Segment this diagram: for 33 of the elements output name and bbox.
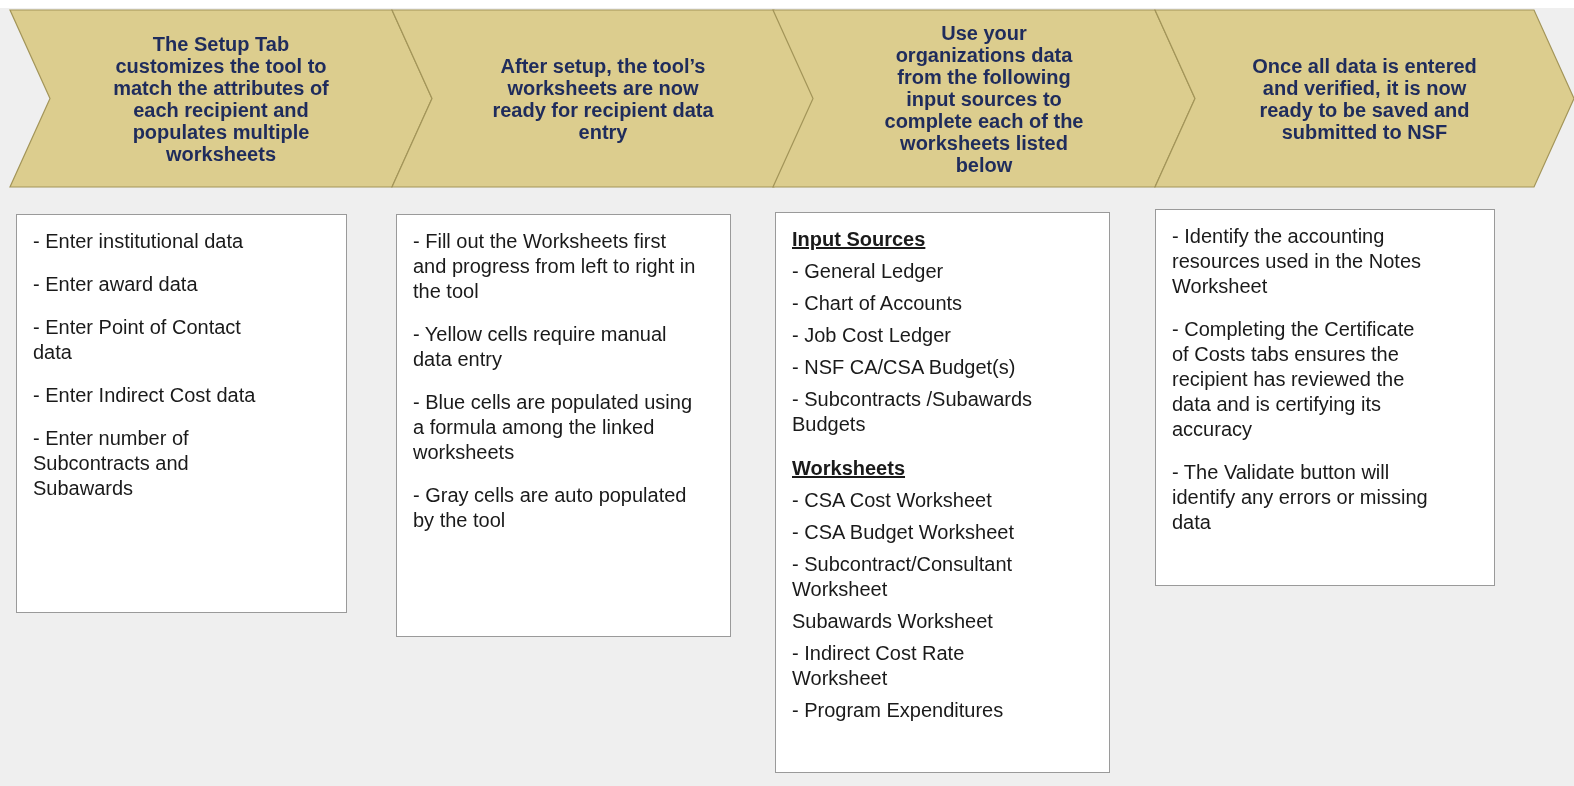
bullet-text: - CSA Cost Worksheet [792, 488, 993, 513]
bullet-text: - Enter institutional data [33, 229, 245, 254]
section-heading: Input Sources [792, 227, 927, 252]
bullet-text: - The Validate button will identify any errors or missing data [1172, 460, 1429, 535]
bullet-text: - Yellow cells require manual data entry [413, 322, 668, 372]
step-heading: Once all data is entered and verified, it is now ready to be saved and submitted to NSF [1251, 54, 1478, 143]
bullet-text: - Completing the Certificate of Costs tabs ensures the recipient has reviewed the data and is certifying its accuracy [1172, 317, 1416, 442]
text-panel [1155, 209, 1495, 586]
bullet-text: - Identify the accounting resources used in the Notes Worksheet [1172, 224, 1423, 299]
bullet-text: - Enter number of Subcontracts and Subawards [33, 426, 190, 501]
bullet-text: - Fill out the Worksheets first and progress from left to right in the tool [413, 229, 697, 304]
step-heading: Use your organizations data from the following input sources to complete each of the worksheets listed below [883, 21, 1085, 176]
section-heading: Worksheets [792, 456, 906, 481]
bullet-text: - CSA Budget Worksheet [792, 520, 1015, 545]
bullet-text: Subawards Worksheet [792, 609, 994, 634]
text-panel [775, 212, 1110, 773]
bullet-text: - Enter Point of Contact data [33, 315, 242, 365]
bullet-text: - Gray cells are auto populated by the tool [413, 483, 688, 533]
bullet-text: - Indirect Cost Rate Worksheet [792, 641, 966, 691]
bullet-text: - Program Expenditures [792, 698, 1005, 723]
text-panel [16, 214, 347, 613]
bullet-text: - Subcontract/Consultant Worksheet [792, 552, 1014, 602]
bullet-text: - NSF CA/CSA Budget(s) [792, 355, 1017, 380]
text-panel [396, 214, 731, 637]
step-heading: The Setup Tab customizes the tool to match the attributes of each recipient and populates multiple worksheets [112, 32, 330, 165]
bullet-text: - General Ledger [792, 259, 945, 284]
bullet-text: - Blue cells are populated using a formula among the linked worksheets [413, 390, 694, 465]
bullet-text: - Enter award data [33, 272, 199, 297]
step-heading: After setup, the tool’s worksheets are now ready for recipient data entry [491, 54, 715, 143]
bullet-text: - Subcontracts /Subawards Budgets [792, 387, 1034, 437]
bullet-text: - Chart of Accounts [792, 291, 964, 316]
bullet-text: - Enter Indirect Cost data [33, 383, 257, 408]
bullet-text: - Job Cost Ledger [792, 323, 952, 348]
